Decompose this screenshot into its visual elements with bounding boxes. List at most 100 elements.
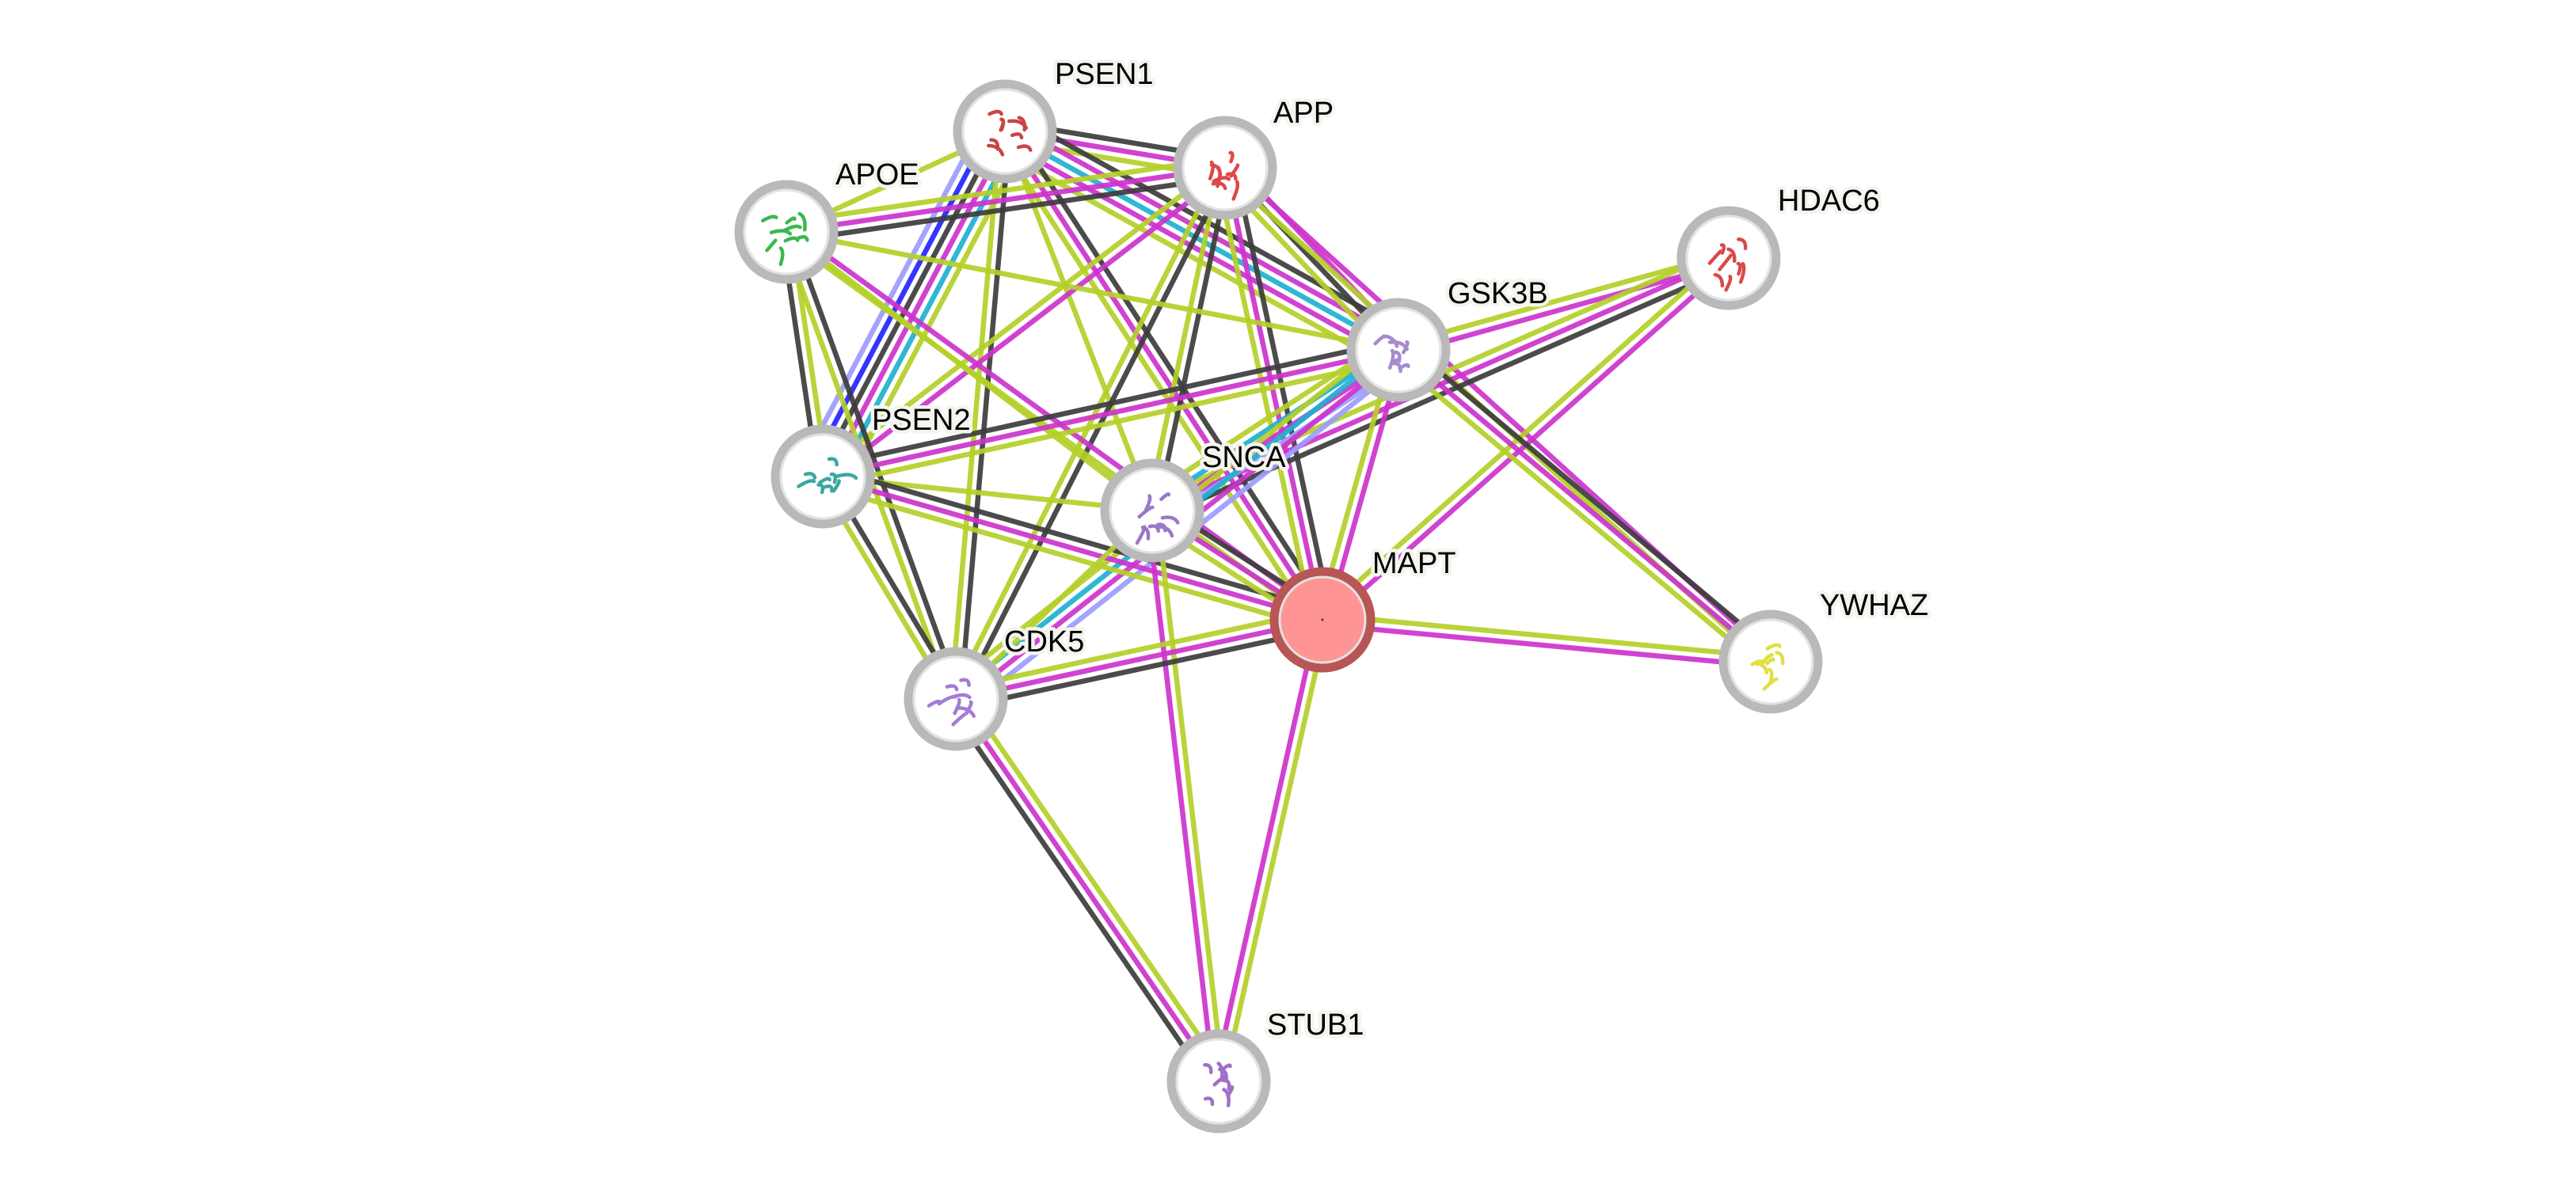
edge-line-textmining [949, 164, 1223, 698]
edge-line-experiments [824, 169, 1230, 483]
protein-structure-icon [1750, 643, 1785, 691]
node-label-psen1: PSEN1 [1055, 58, 1154, 91]
node-label-mapt: MAPT [1372, 547, 1456, 580]
node-psen1[interactable] [953, 79, 1057, 184]
node-apoe[interactable] [734, 180, 839, 284]
edge-apoe-gsk3b[interactable] [786, 229, 1399, 353]
node-hdac6[interactable] [1676, 206, 1781, 310]
edge-line-textmining [953, 608, 1322, 693]
node-label-cdk5: CDK5 [1004, 625, 1084, 659]
edge-app-snca[interactable] [1144, 166, 1233, 512]
node-stub1[interactable] [1166, 1029, 1271, 1134]
edge-app-mapt[interactable] [1213, 165, 1334, 623]
edge-psen1-gsk3b[interactable] [994, 112, 1410, 369]
node-label-snca: SNCA [1202, 441, 1286, 474]
edge-psen2-mapt[interactable] [819, 465, 1326, 632]
edge-line-experiments [1003, 130, 1325, 621]
edge-line-coexpression [1154, 168, 1233, 512]
node-ywhaz[interactable] [1718, 609, 1823, 714]
labels-layer: PSEN1APPAPOEHDAC6GSK3BPSEN2SNCAMAPTYWHAZ… [832, 55, 1932, 1046]
node-cdk5[interactable] [904, 647, 1008, 751]
edge-line-coexpression [957, 169, 1232, 703]
node-label-hdac6: HDAC6 [1778, 184, 1880, 218]
edge-line-coexpression [1155, 264, 1734, 522]
edge-line-coexpression [1402, 340, 1779, 657]
edge-line-textmining [1322, 612, 1771, 660]
edge-gsk3b-psen2[interactable] [820, 338, 1402, 488]
node-circle[interactable] [953, 79, 1057, 184]
node-inner-shadow [779, 433, 866, 520]
edge-line-neighborhood [808, 123, 995, 472]
edge-line-experiments [999, 137, 1395, 361]
edge-gsk3b-ywhaz[interactable] [1391, 340, 1779, 671]
node-app[interactable] [1173, 116, 1277, 220]
edge-snca-stub1[interactable] [1144, 509, 1227, 1083]
node-circle[interactable] [904, 647, 1008, 751]
node-psen2[interactable] [771, 424, 875, 529]
node-inner-shadow [912, 655, 999, 742]
protein-structure-icon [797, 457, 858, 495]
edge-line-textmining [819, 483, 1321, 632]
edge-line-experiments [822, 347, 1399, 480]
edge-line-coexpression [957, 131, 1013, 700]
node-circle[interactable] [771, 424, 875, 529]
edge-psen1-mapt[interactable] [995, 124, 1333, 627]
edge-line-experiments [1323, 260, 1734, 625]
edge-app-cdk5[interactable] [949, 164, 1232, 703]
node-inner-shadow [1181, 124, 1269, 211]
edge-line-textmining [995, 135, 1317, 627]
edge-line-textmining [948, 131, 1003, 699]
edge-cdk5-stub1[interactable] [946, 692, 1229, 1088]
node-label-ywhaz: YWHAZ [1820, 589, 1928, 622]
edge-hdac6-gsk3b[interactable] [1396, 251, 1731, 357]
edge-mapt-stub1[interactable] [1211, 617, 1330, 1084]
edge-app-psen2[interactable] [818, 161, 1230, 483]
edge-line-experiments [824, 132, 1012, 480]
query-center-dot-icon [1321, 618, 1324, 621]
protein-structure-icon [1203, 1061, 1235, 1107]
edge-line-coexpression [824, 465, 1326, 613]
edge-line-textmining [785, 230, 1154, 513]
edge-mapt-cdk5[interactable] [953, 608, 1326, 711]
protein-structure-icon [927, 678, 976, 727]
node-circle[interactable] [1346, 298, 1451, 402]
edge-line-experiments [1211, 617, 1321, 1081]
node-inner-shadow [1175, 1038, 1262, 1125]
edge-line-textmining [1154, 509, 1227, 1081]
node-snca[interactable] [1100, 458, 1204, 563]
edge-line-coexpression [820, 338, 1398, 470]
edge-line-textmining [1220, 620, 1330, 1084]
edge-line-coexpression [1010, 124, 1333, 617]
edge-app-apoe[interactable] [784, 155, 1227, 245]
edge-line-databases [1003, 129, 1400, 352]
node-inner-shadow [1685, 215, 1772, 302]
edge-mapt-ywhaz[interactable] [1322, 612, 1771, 670]
edge-line-coexpression [957, 626, 1326, 711]
protein-structure-icon [1135, 492, 1180, 546]
edge-line-experiments [955, 617, 1323, 702]
edge-line-coexpression [1231, 165, 1334, 619]
node-gsk3b[interactable] [1346, 298, 1451, 402]
edge-line-experiments [786, 165, 1226, 235]
edge-line-experiments [1396, 347, 1773, 664]
edge-line-textmining [1391, 355, 1767, 671]
node-label-psen2: PSEN2 [872, 404, 971, 437]
node-inner-shadow [961, 88, 1048, 175]
node-mapt[interactable] [1269, 567, 1376, 673]
edge-apoe-snca[interactable] [785, 230, 1154, 513]
node-label-app: APP [1273, 97, 1334, 130]
node-circle[interactable] [1100, 458, 1204, 563]
edge-line-experiments [1144, 511, 1217, 1083]
edge-line-textmining [1213, 169, 1316, 623]
edge-psen1-cdk5[interactable] [948, 131, 1013, 700]
edge-line-textmining [784, 155, 1224, 226]
nodes-layer [734, 79, 1823, 1134]
node-circle[interactable] [1173, 116, 1277, 220]
edge-line-coexpression [787, 174, 1227, 245]
node-label-stub1: STUB1 [1267, 1008, 1364, 1042]
node-label-gsk3b: GSK3B [1448, 277, 1548, 310]
edge-line-textmining [1317, 253, 1728, 618]
edge-hdac6-mapt[interactable] [1317, 253, 1734, 625]
edge-line-experiments [1398, 260, 1731, 357]
edge-line-experiments [1222, 167, 1326, 621]
